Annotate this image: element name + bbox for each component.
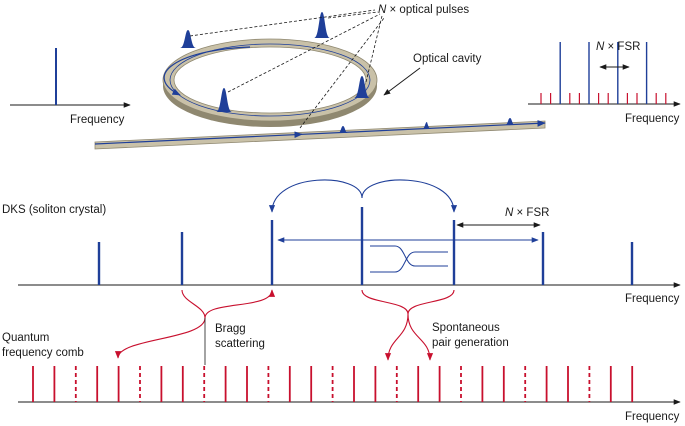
dks-coupler-icon	[370, 245, 448, 273]
pulse-icon	[180, 30, 196, 48]
fsr-mid-label: N × FSR	[505, 207, 549, 219]
pulse-icon	[338, 126, 348, 133]
pulse-icon	[354, 76, 370, 98]
comb-top-frequency-label: Frequency	[625, 113, 680, 125]
spontaneous-label-line2: pair generation	[432, 337, 509, 349]
ring-resonator	[162, 38, 378, 127]
qfc-label-line2: frequency comb	[2, 347, 84, 359]
fsr-top-label: N × FSR	[596, 41, 640, 53]
classical-comb: N × FSR Frequency	[528, 41, 681, 125]
pump-spectrum: Frequency	[10, 48, 131, 126]
pulse-icon	[505, 118, 515, 125]
bragg-scattering-arrows	[114, 289, 276, 365]
bus-waveguide	[94, 119, 546, 150]
pulse-icon	[422, 122, 432, 129]
bragg-label-line2: scattering	[215, 338, 265, 350]
pulse-icon	[314, 12, 330, 38]
optical-cavity-pointer	[383, 67, 421, 96]
pulse-leader-lines	[189, 9, 385, 129]
bragg-label-line1: Bragg	[215, 323, 246, 335]
qfc-frequency-label: Frequency	[625, 411, 680, 423]
qfc-label-line1: Quantum	[2, 332, 49, 344]
spontaneous-label-line1: Spontaneous	[432, 322, 500, 334]
quantum-comb: Frequency	[18, 366, 681, 423]
optical-cavity-label: Optical cavity	[413, 53, 482, 65]
pulse-icon	[216, 88, 232, 112]
spontaneous-pair-arrows	[361, 289, 455, 361]
pump-frequency-label: Frequency	[70, 114, 125, 126]
dks-curved-arrows	[268, 179, 458, 213]
n-optical-pulses-label: N × optical pulses	[378, 4, 469, 16]
dks-frequency-label: Frequency	[625, 293, 680, 305]
optical-pulses	[180, 12, 515, 133]
dks-title: DKS (soliton crystal)	[2, 204, 106, 216]
dks-spectrum: Frequency	[18, 207, 681, 305]
